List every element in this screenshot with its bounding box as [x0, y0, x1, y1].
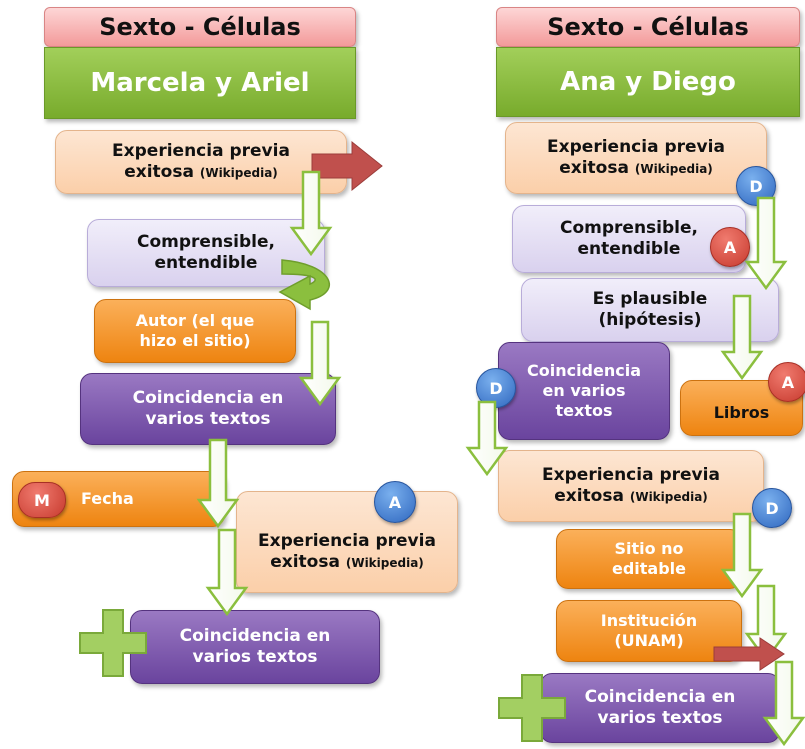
- left-box-autor: Autor (el que hizo el sitio): [94, 299, 296, 363]
- right-box-institucion-line2: (UNAM): [614, 631, 684, 650]
- right-plus-icon: [498, 674, 566, 742]
- right-badge-a-2: A: [768, 362, 805, 402]
- right-box-sitio-line1: Sitio no: [614, 539, 684, 558]
- right-box-coincidencia-1-line2: en varios: [542, 381, 626, 400]
- left-box-experiencia-line2-wrap: exitosa (Wikipedia): [124, 162, 278, 183]
- right-box-coincidencia-2: Coincidencia en varios textos: [540, 673, 780, 743]
- right-box-sitio: Sitio no editable: [556, 529, 742, 589]
- left-header: Sexto - Células: [44, 7, 356, 47]
- left-box-comprensible: Comprensible, entendible: [87, 219, 325, 287]
- left-box-coincidencia-2-line1: Coincidencia en: [179, 625, 331, 646]
- left-box-fecha-label: Fecha: [81, 489, 134, 508]
- left-team-text: Marcela y Ariel: [90, 67, 310, 98]
- right-badge-a-2-text: A: [781, 372, 795, 392]
- left-box-experiencia-2-small: (Wikipedia): [345, 556, 424, 570]
- right-header: Sexto - Células: [496, 7, 800, 47]
- left-box-coincidencia-1: Coincidencia en varios textos: [80, 373, 336, 445]
- right-box-comprensible-line2: entendible: [577, 239, 681, 259]
- right-box-institucion: Institución (UNAM): [556, 600, 742, 662]
- left-box-experiencia-line2: exitosa: [124, 162, 194, 182]
- right-box-sitio-line2: editable: [611, 559, 687, 578]
- left-box-coincidencia-1-line2: varios textos: [145, 409, 271, 429]
- left-down-arrow-4: [205, 528, 249, 617]
- right-box-coincidencia-1-line1: Coincidencia: [526, 361, 642, 380]
- left-box-coincidencia-1-line1: Coincidencia en: [132, 387, 284, 408]
- right-box-experiencia-2-small: (Wikipedia): [629, 490, 708, 504]
- left-header-text: Sexto - Células: [99, 13, 301, 41]
- left-box-experiencia-2-line2-wrap: exitosa (Wikipedia): [270, 552, 424, 573]
- right-box-plausible-line2: (hipótesis): [598, 310, 702, 330]
- left-box-coincidencia-2-line2: varios textos: [192, 647, 318, 667]
- right-header-text: Sexto - Células: [547, 13, 749, 41]
- right-box-experiencia-2-line1: Experiencia previa: [542, 464, 720, 485]
- right-badge-a-1-text: A: [723, 237, 737, 257]
- right-box-experiencia-2: Experiencia previa exitosa (Wikipedia): [498, 450, 764, 522]
- right-down-arrow-4: [720, 512, 764, 599]
- right-down-arrow-5: [744, 584, 788, 663]
- right-box-experiencia-1: Experiencia previa exitosa (Wikipedia): [505, 122, 767, 194]
- left-box-autor-line2: hizo el sitio): [139, 331, 251, 350]
- left-box-autor-line1: Autor (el que: [135, 311, 255, 330]
- right-red-arrow: [713, 637, 785, 671]
- right-box-coincidencia-2-line1: Coincidencia en: [584, 686, 736, 707]
- right-badge-d-1-text: D: [749, 176, 763, 196]
- right-badge-a-1: A: [710, 227, 750, 267]
- right-box-institucion-line1: Institución: [600, 611, 698, 630]
- right-box-experiencia-1-small: (Wikipedia): [634, 162, 713, 176]
- left-down-arrow-1: [289, 170, 333, 257]
- right-down-arrow-1: [744, 196, 788, 291]
- right-down-arrow-3: [465, 400, 509, 477]
- right-box-experiencia-2-line2: exitosa: [554, 486, 624, 506]
- right-badge-d-2-text: D: [489, 378, 503, 398]
- left-box-comprensible-line2: entendible: [154, 253, 258, 273]
- left-box-comprensible-line1: Comprensible,: [137, 231, 275, 252]
- right-box-libros-label: Libros: [713, 403, 770, 422]
- left-box-experiencia: Experiencia previa exitosa (Wikipedia): [55, 130, 347, 194]
- left-box-experiencia-2-line2: exitosa: [270, 552, 340, 572]
- right-badge-d-3-text: D: [765, 498, 779, 518]
- right-box-coincidencia-1-line3: textos: [555, 401, 613, 420]
- right-box-comprensible-line1: Comprensible,: [560, 217, 698, 238]
- left-box-experiencia-small: (Wikipedia): [199, 166, 278, 180]
- right-team-text: Ana y Diego: [560, 66, 736, 97]
- left-badge-m: M: [18, 482, 66, 518]
- left-box-experiencia-2: Experiencia previa exitosa (Wikipedia): [236, 491, 458, 593]
- right-box-experiencia-1-line2-wrap: exitosa (Wikipedia): [559, 158, 713, 179]
- left-box-coincidencia-2: Coincidencia en varios textos: [130, 610, 380, 684]
- left-curved-arrow: [278, 259, 330, 311]
- right-box-comprensible: Comprensible, entendible: [512, 205, 746, 273]
- left-badge-a-text: A: [388, 492, 402, 512]
- left-plus-icon: [79, 609, 147, 677]
- right-down-arrow-6: [762, 660, 805, 747]
- left-down-arrow-2: [298, 320, 342, 407]
- left-down-arrow-3: [196, 438, 240, 529]
- right-team-banner: Ana y Diego: [496, 47, 800, 117]
- right-box-experiencia-2-line2-wrap: exitosa (Wikipedia): [554, 486, 708, 507]
- left-team-banner: Marcela y Ariel: [44, 47, 356, 119]
- right-box-plausible-line1: Es plausible: [592, 288, 708, 309]
- right-box-coincidencia-2-line2: varios textos: [597, 708, 723, 728]
- right-down-arrow-2: [720, 294, 764, 381]
- right-box-experiencia-1-line1: Experiencia previa: [547, 136, 725, 157]
- left-box-experiencia-line1: Experiencia previa: [112, 140, 290, 161]
- left-red-arrow: [311, 140, 383, 192]
- left-badge-a: A: [374, 481, 416, 523]
- left-badge-m-text: M: [34, 490, 50, 510]
- right-box-experiencia-1-line2: exitosa: [559, 158, 629, 178]
- right-badge-d-3: D: [752, 488, 792, 528]
- left-box-experiencia-2-line1: Experiencia previa: [258, 530, 436, 551]
